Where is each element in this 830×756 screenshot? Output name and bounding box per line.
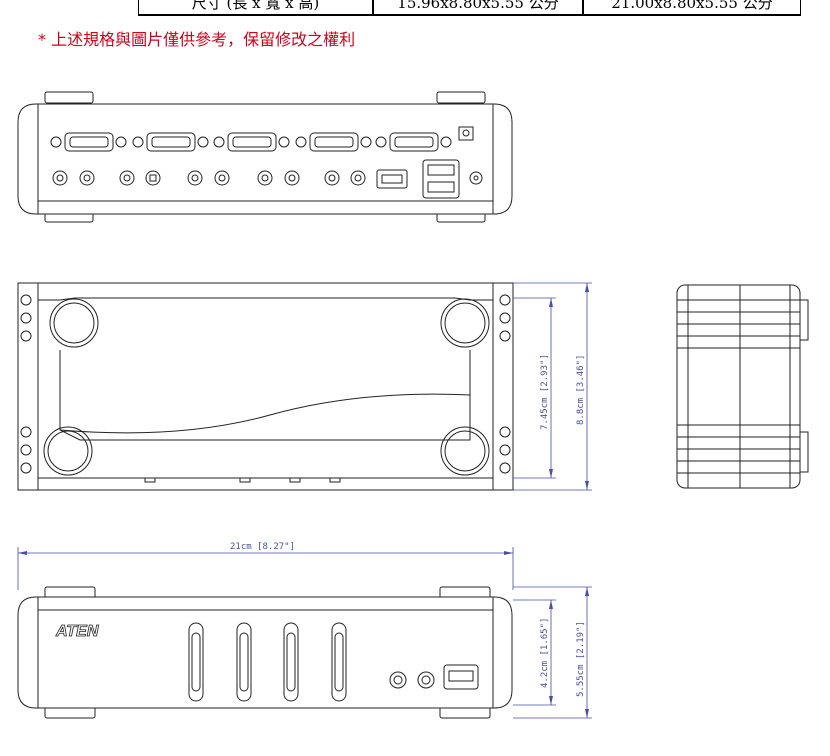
vga-port-row [50, 126, 474, 152]
rear-view [17, 91, 513, 223]
spec-table: 尺寸 (長 x 寬 x 高) 15.96x8.80x5.55 公分 21.00x… [0, 0, 830, 18]
audio-port-row [52, 159, 483, 199]
side-view [676, 284, 809, 489]
dimension-header-cell: 尺寸 (長 x 寬 x 高) [138, 0, 373, 16]
dim-depth-label: 8.8cm [3.46"] [576, 355, 586, 425]
dimension-lines [17, 282, 592, 719]
dimension-value-a-cell: 15.96x8.80x5.55 公分 [373, 0, 583, 16]
dim-inner-depth-label: 7.45cm [2.93"] [540, 354, 550, 430]
front-view [17, 586, 513, 719]
dim-inner-height-label: 4.2cm [1.65"] [540, 618, 550, 688]
top-view [17, 282, 514, 491]
disclaimer-text: * 上述規格與圖片僅供參考，保留修改之權利 [38, 30, 356, 49]
dim-height-label: 5.55cm [2.19"] [576, 621, 586, 697]
dim-width-label: 21cm [8.27"] [230, 542, 295, 552]
brand-logo: ATEN [55, 623, 99, 640]
dimension-value-b-cell: 21.00x8.80x5.55 公分 [583, 0, 801, 16]
